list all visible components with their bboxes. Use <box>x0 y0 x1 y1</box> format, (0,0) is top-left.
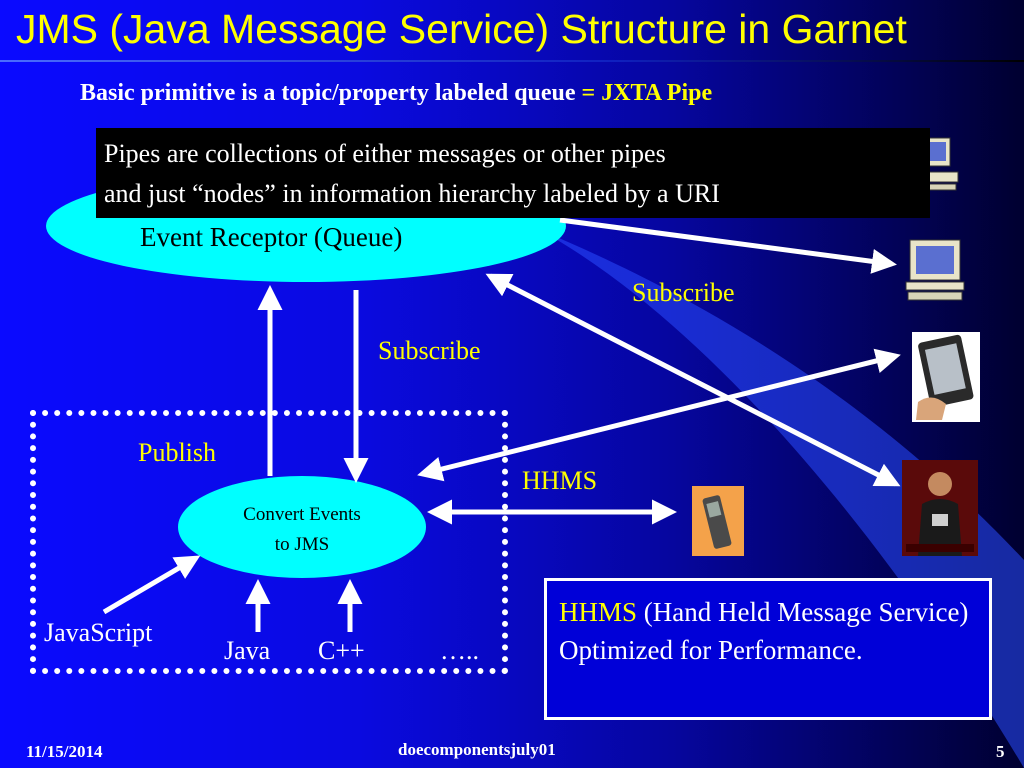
subscribe-computer-arrow <box>559 217 897 274</box>
tablet-in-hand-icon <box>912 332 980 422</box>
ellipsis-label: ….. <box>440 636 479 665</box>
footer-date: 11/15/2014 <box>26 742 103 761</box>
convert-line-1: Convert Events <box>243 504 361 525</box>
pipes-callout: Pipes are collections of either messages… <box>96 128 930 218</box>
javascript-label: JavaScript <box>44 618 153 647</box>
slide-subtitle: Basic primitive is a topic/property labe… <box>80 80 712 107</box>
callout-line-2: and just “nodes” in information hierarch… <box>104 179 720 208</box>
convert-line-2: to JMS <box>274 534 330 555</box>
person-with-device-icon <box>902 460 978 556</box>
cpp-label: C++ <box>318 636 365 665</box>
title-divider <box>0 60 1024 62</box>
tablet-double-arrow <box>417 348 901 482</box>
hhms-box-text: (Hand Held Message Service) Optimized fo… <box>559 597 969 665</box>
java-label: Java <box>224 636 271 665</box>
hhms-box-accent: HHMS <box>559 597 638 627</box>
mobile-phone-icon <box>692 486 744 556</box>
subtitle-text: Basic primitive is a topic/property labe… <box>80 80 582 106</box>
desktop-computer-icon <box>905 239 965 301</box>
hhms-description-box: HHMS (Hand Held Message Service) Optimiz… <box>544 578 992 720</box>
footer-page-number: 5 <box>996 742 1005 761</box>
javascript-arrow <box>102 555 201 615</box>
person-double-arrow <box>485 273 901 487</box>
convert-events-ellipse <box>178 476 426 578</box>
footer-center: doecomponentsjuly01 <box>398 740 556 759</box>
callout-line-1: Pipes are collections of either messages… <box>104 139 666 168</box>
slide-title: JMS (Java Message Service) Structure in … <box>16 6 907 52</box>
subtitle-accent: = JXTA Pipe <box>581 80 713 106</box>
event-receptor-label: Event Receptor (Queue) <box>140 222 403 252</box>
publish-label: Publish <box>138 438 217 467</box>
convert-events-label: Convert Events to JMS <box>178 500 426 560</box>
